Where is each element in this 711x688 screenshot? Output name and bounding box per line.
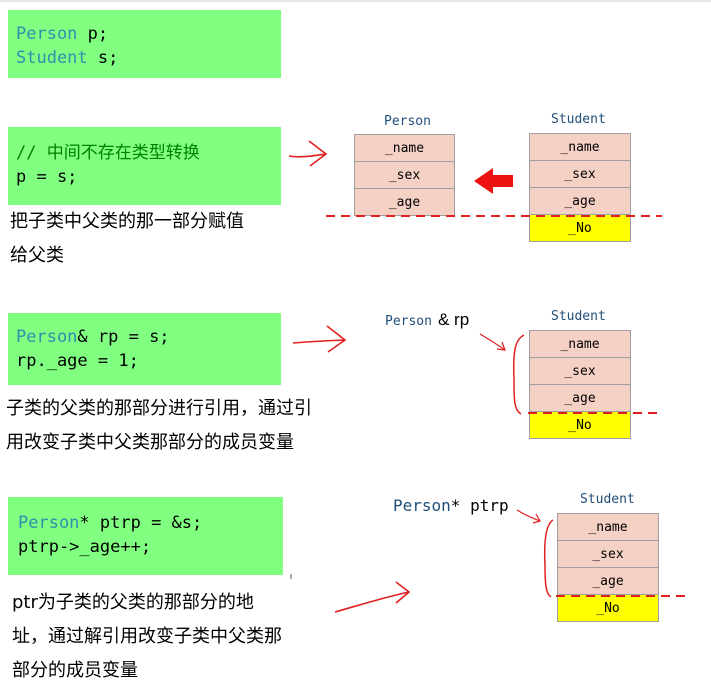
code-line: p = s; — [8, 165, 281, 189]
ptr-bracket — [543, 519, 554, 598]
student-title-1: Student — [551, 112, 606, 127]
hand-arrow-2 — [292, 325, 347, 353]
code-line: rp._age = 1; — [8, 349, 281, 373]
code-block-reference: Person& rp = s;rp._age = 1; — [8, 313, 281, 385]
field-cell: _age — [354, 188, 455, 216]
code-token: Student — [16, 48, 88, 68]
code-token: rp._age = 1; — [16, 351, 139, 371]
field-cell: _sex — [354, 161, 455, 189]
code-token: Person — [18, 513, 80, 533]
field-cell: _age — [557, 567, 659, 595]
field-cell: _age — [529, 187, 631, 215]
ptr-type: Person — [393, 496, 451, 515]
code-token: & rp = s; — [77, 327, 170, 347]
field-cell: _sex — [529, 357, 631, 385]
note-assignment: 把子类中父类的那一部分赋值给父类 — [10, 205, 244, 273]
hand-arrow-3 — [334, 581, 411, 613]
note-line: ptr为子类的父类的那部分的地 — [12, 592, 254, 613]
code-token: * ptrp = &s; — [79, 513, 203, 533]
ref-label: Person & rp — [385, 310, 469, 330]
field-cell: _name — [529, 133, 631, 161]
code-token: // 中间不存在类型转换 — [16, 143, 200, 163]
student-title-2: Student — [551, 309, 606, 324]
field-cell: _No — [557, 594, 659, 622]
field-cell: _No — [529, 214, 631, 242]
code-line: ptrp->_age++; — [18, 535, 283, 559]
code-line: // 中间不存在类型转换 — [8, 141, 281, 165]
note-line: 把子类中父类的那一部分赋值 — [10, 211, 244, 232]
ptr-pointer — [516, 509, 541, 524]
note-line: 部分的成员变量 — [12, 660, 138, 681]
person-title: Person — [384, 114, 431, 129]
code-token: Person — [16, 327, 78, 347]
note-pointer: ptr为子类的父类的那部分的地址，通过解引用改变子类中父类那部分的成员变量 — [12, 586, 282, 688]
ref-pointer — [479, 333, 506, 351]
code-line: Person p; — [8, 22, 281, 46]
code-token: Person — [16, 24, 78, 44]
field-cell: _name — [529, 330, 631, 358]
ref-bracket — [512, 334, 525, 415]
code-token: p; — [77, 24, 109, 44]
copy-arrow — [474, 168, 513, 194]
code-line: Person* ptrp = &s; — [18, 511, 283, 535]
code-block-assignment: // 中间不存在类型转换 p = s; — [8, 127, 281, 205]
field-cell: _sex — [557, 540, 659, 568]
code-block-declarations: Person p;Student s; — [8, 10, 281, 78]
ref-name: & rp — [437, 310, 470, 329]
code-token: p = s; — [16, 167, 78, 187]
code-token: s; — [87, 48, 119, 68]
field-cell: _age — [529, 384, 631, 412]
student-title-3: Student — [580, 492, 635, 507]
code-token: ptrp->_age++; — [18, 537, 152, 557]
ptr-label: Person* ptrp — [393, 496, 509, 515]
field-cell: _No — [529, 411, 631, 439]
ptr-name: * ptrp — [450, 496, 509, 515]
note-line: 给父类 — [10, 245, 64, 266]
note-line: 子类的父类的那部分进行引用，通过引 — [6, 398, 312, 419]
code-line: Person& rp = s; — [8, 325, 281, 349]
hand-arrow-1 — [288, 140, 328, 167]
field-cell: _name — [557, 513, 659, 541]
note-line: 址，通过解引用改变子类中父类那 — [12, 626, 282, 647]
note-reference: 子类的父类的那部分进行引用，通过引用改变子类中父类那部分的成员变量 — [6, 392, 312, 460]
field-cell: _sex — [529, 160, 631, 188]
field-cell: _name — [354, 134, 455, 162]
code-line: Student s; — [8, 46, 281, 70]
top-border — [0, 0, 711, 2]
code-block-pointer: Person* ptrp = &s;ptrp->_age++; — [8, 497, 283, 575]
note-line: 用改变子类中父类那部分的成员变量 — [6, 432, 294, 453]
ref-type: Person — [385, 314, 432, 329]
